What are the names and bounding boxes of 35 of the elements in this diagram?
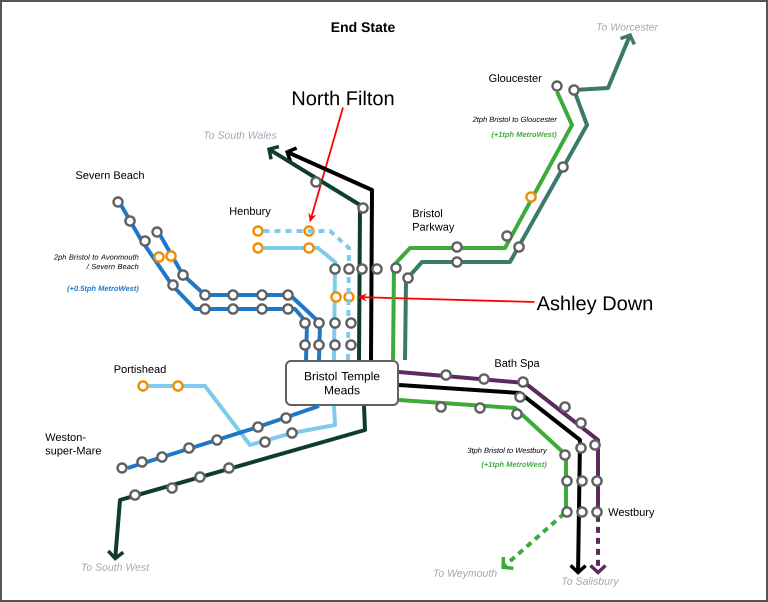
rail-arrow [266,144,362,360]
rail-arrow [398,370,607,575]
station-name: Westbury [608,508,654,518]
station-circle [303,225,315,237]
station-circle [137,380,149,392]
rail-arrow [107,406,367,561]
rail-line [148,384,337,447]
station-circle [112,196,124,208]
rail-line [391,90,574,360]
rail-line [264,246,337,360]
rail-arrow [284,146,374,360]
station-circle [151,226,163,238]
station-circle [343,291,355,303]
station-name: Bath Spa [495,358,540,370]
rail-line [127,404,320,470]
rail-arrow [403,32,636,360]
rail-line [158,234,322,360]
rail-arrow [398,383,587,575]
station-box: Bristol Temple Meads [285,360,399,406]
callout-label: Ashley Down [536,296,652,314]
title: End State [332,22,395,32]
station-name: Bristol Parkway [413,209,454,233]
destination-label: To South West [82,563,150,571]
rail-line [264,229,351,360]
destination-label: To South Wales [204,131,277,139]
rail-line [119,204,309,360]
destination-label: To Weymouth [434,569,497,579]
callout-label: North Filton [292,90,394,106]
station-circle [116,462,128,474]
station-circle [551,80,563,92]
destination-label: To Worcester [596,23,658,31]
rail-arrow [398,398,568,570]
destination-label: To Salisbury [562,577,620,587]
station-circle [252,225,264,237]
station-circle [252,242,264,254]
